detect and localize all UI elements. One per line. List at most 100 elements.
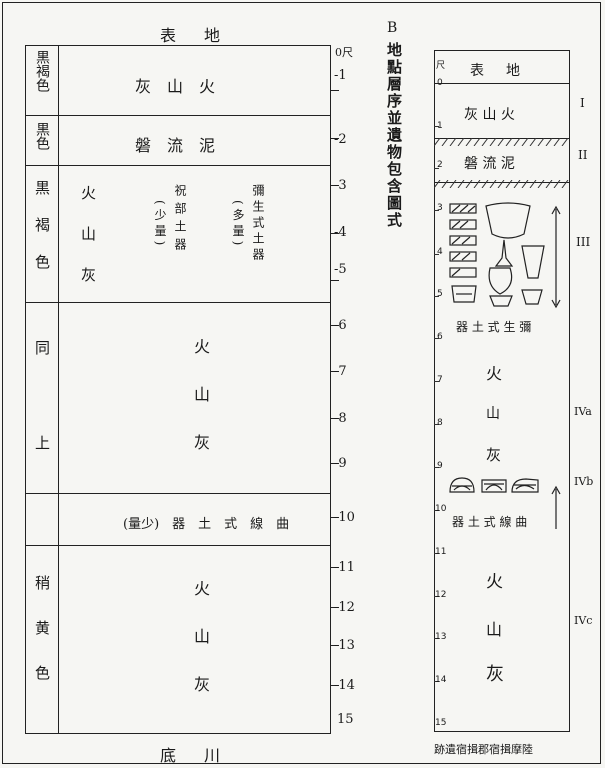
left-layer-2-text: 磐 流 泥	[135, 136, 216, 155]
right-tick-13	[434, 638, 439, 639]
left-layer-3-col1-paren: (少量)	[153, 200, 167, 250]
left-scale-label-13: -13	[334, 638, 355, 653]
left-layer-6-text: 火山灰	[191, 580, 210, 724]
right-scale-label-2: 2	[437, 160, 443, 170]
right-layer-3-caption: 器 土 式 生 彌	[456, 320, 532, 334]
left-color-label-1: 黒褐色	[34, 50, 50, 92]
left-boundary-4	[25, 493, 331, 494]
left-tick-8	[331, 418, 339, 419]
left-layer-3-col2-paren: (多量)	[231, 200, 245, 250]
roman-label-II: II	[578, 148, 588, 162]
left-scale-label-3: -3	[334, 178, 347, 193]
right-hatch-band-2	[434, 180, 569, 188]
left-column-box	[25, 45, 331, 734]
left-tick-13	[331, 645, 339, 646]
right-scale-label-13: 13	[435, 632, 447, 642]
roman-label-IVb: IVb	[574, 475, 594, 488]
right-scale-label-6: 6	[437, 332, 443, 342]
right-layer-6-char-1: 火	[486, 572, 503, 592]
curved-line-pottery-sketches	[449, 477, 539, 493]
left-layer-3-ash: 火山灰	[79, 185, 97, 308]
figure-title: 地點層序並遺物包含圖式	[385, 42, 403, 229]
left-scale-label-10: -10	[334, 510, 355, 525]
right-tick-3	[434, 210, 439, 211]
left-tick-7	[331, 371, 339, 372]
right-tick-14	[434, 681, 439, 682]
left-color-label-2: 黒色	[34, 122, 50, 150]
roman-label-IVc: IVc	[574, 614, 593, 627]
left-tick-4	[331, 233, 339, 234]
right-bottom-caption: 跡遺宿揖郡宿揖摩陸	[434, 743, 533, 756]
left-tick-5	[331, 280, 339, 281]
right-layer-4-char-2: 山	[486, 406, 500, 422]
left-scale-label-1: -1	[334, 68, 347, 83]
left-color-column-divider	[58, 45, 59, 734]
left-color-label-3: 黒褐色	[33, 180, 51, 291]
left-layer-3-col2-main: 彌生式土器	[251, 184, 265, 264]
right-scale-label-14: 14	[435, 675, 447, 685]
roman-label-III: III	[576, 235, 591, 249]
left-boundary-3	[25, 302, 331, 303]
right-scale-label-8: 8	[437, 418, 443, 428]
right-tick-11	[434, 553, 439, 554]
right-scale: 尺 0 1 2 3 4 5 6 7 8 9 10 11 12 13 14 15	[434, 0, 454, 768]
right-tick-12	[434, 596, 439, 597]
left-scale-label-8: -8	[334, 411, 347, 426]
right-layer-6-char-3: 灰	[486, 664, 504, 685]
right-layer-6-char-2: 山	[486, 620, 503, 639]
left-tick-14	[331, 685, 339, 686]
right-tick-6	[434, 338, 439, 339]
right-scale-label-12: 12	[435, 590, 447, 600]
left-scale-label-5: -5	[334, 262, 347, 277]
left-scale-label-2: -2	[334, 132, 347, 147]
left-layer-4-text: 火山灰	[191, 338, 210, 482]
left-boundary-1	[25, 115, 331, 116]
right-tick-2	[434, 168, 439, 169]
left-tick-10	[331, 517, 339, 518]
left-tick-11	[331, 567, 339, 568]
right-tick-1	[434, 126, 439, 127]
right-layer-4-char-1: 火	[486, 364, 503, 383]
left-scale-unit: 0尺	[335, 46, 353, 59]
left-layer-3-col1-main: 祝部土器	[173, 184, 187, 256]
right-tick-8	[434, 424, 439, 425]
right-tick-5	[434, 296, 439, 297]
left-scale-label-14: -14	[334, 678, 355, 693]
left-scale-label-9: -9	[334, 456, 347, 471]
left-color-label-4: 同上	[33, 340, 51, 530]
left-tick-6	[331, 325, 339, 326]
right-top-label: 表 地	[470, 63, 524, 79]
left-scale-label-4: -4	[334, 225, 347, 240]
left-boundary-2	[25, 165, 331, 166]
left-top-label: 表 地	[160, 26, 227, 45]
right-tick-10	[434, 510, 439, 511]
left-layer-1-text: 灰 山 火	[135, 77, 216, 96]
left-scale: 0尺 -1 -2 -3 -4 -5 -6 -7 -8 -9 -10 -11 -1…	[331, 0, 391, 768]
left-scale-label-7: -7	[334, 364, 347, 379]
figure-letter: B	[387, 20, 398, 36]
right-scale-label-11: 11	[435, 547, 447, 557]
roman-label-I: I	[580, 96, 585, 110]
right-layer-1-text: 灰 山 火	[464, 107, 515, 123]
right-scale-label-9: 9	[437, 461, 443, 471]
left-bottom-label: 底 川	[160, 746, 227, 765]
left-tick-9	[331, 463, 339, 464]
right-scale-label-0: 0	[437, 78, 443, 88]
right-layer-2-text: 磐 流 泥	[464, 156, 515, 172]
right-column-box	[434, 50, 570, 732]
right-scale-label-15: 15	[435, 718, 447, 728]
right-scale-label-3: 3	[437, 203, 443, 213]
right-scale-label-7: 7	[437, 375, 443, 385]
right-boundary-1	[434, 138, 570, 139]
left-boundary-5	[25, 545, 331, 546]
yayoi-pottery-sketches	[449, 202, 545, 307]
left-tick-12	[331, 607, 339, 608]
left-tick-1	[331, 90, 339, 91]
right-scale-unit: 尺	[436, 61, 446, 71]
right-scale-label-1: 1	[437, 121, 443, 131]
left-tick-3	[331, 185, 339, 186]
left-scale-label-11: -11	[334, 560, 355, 575]
left-scale-label-15: 15	[337, 712, 354, 727]
left-scale-label-12: -12	[334, 600, 355, 615]
